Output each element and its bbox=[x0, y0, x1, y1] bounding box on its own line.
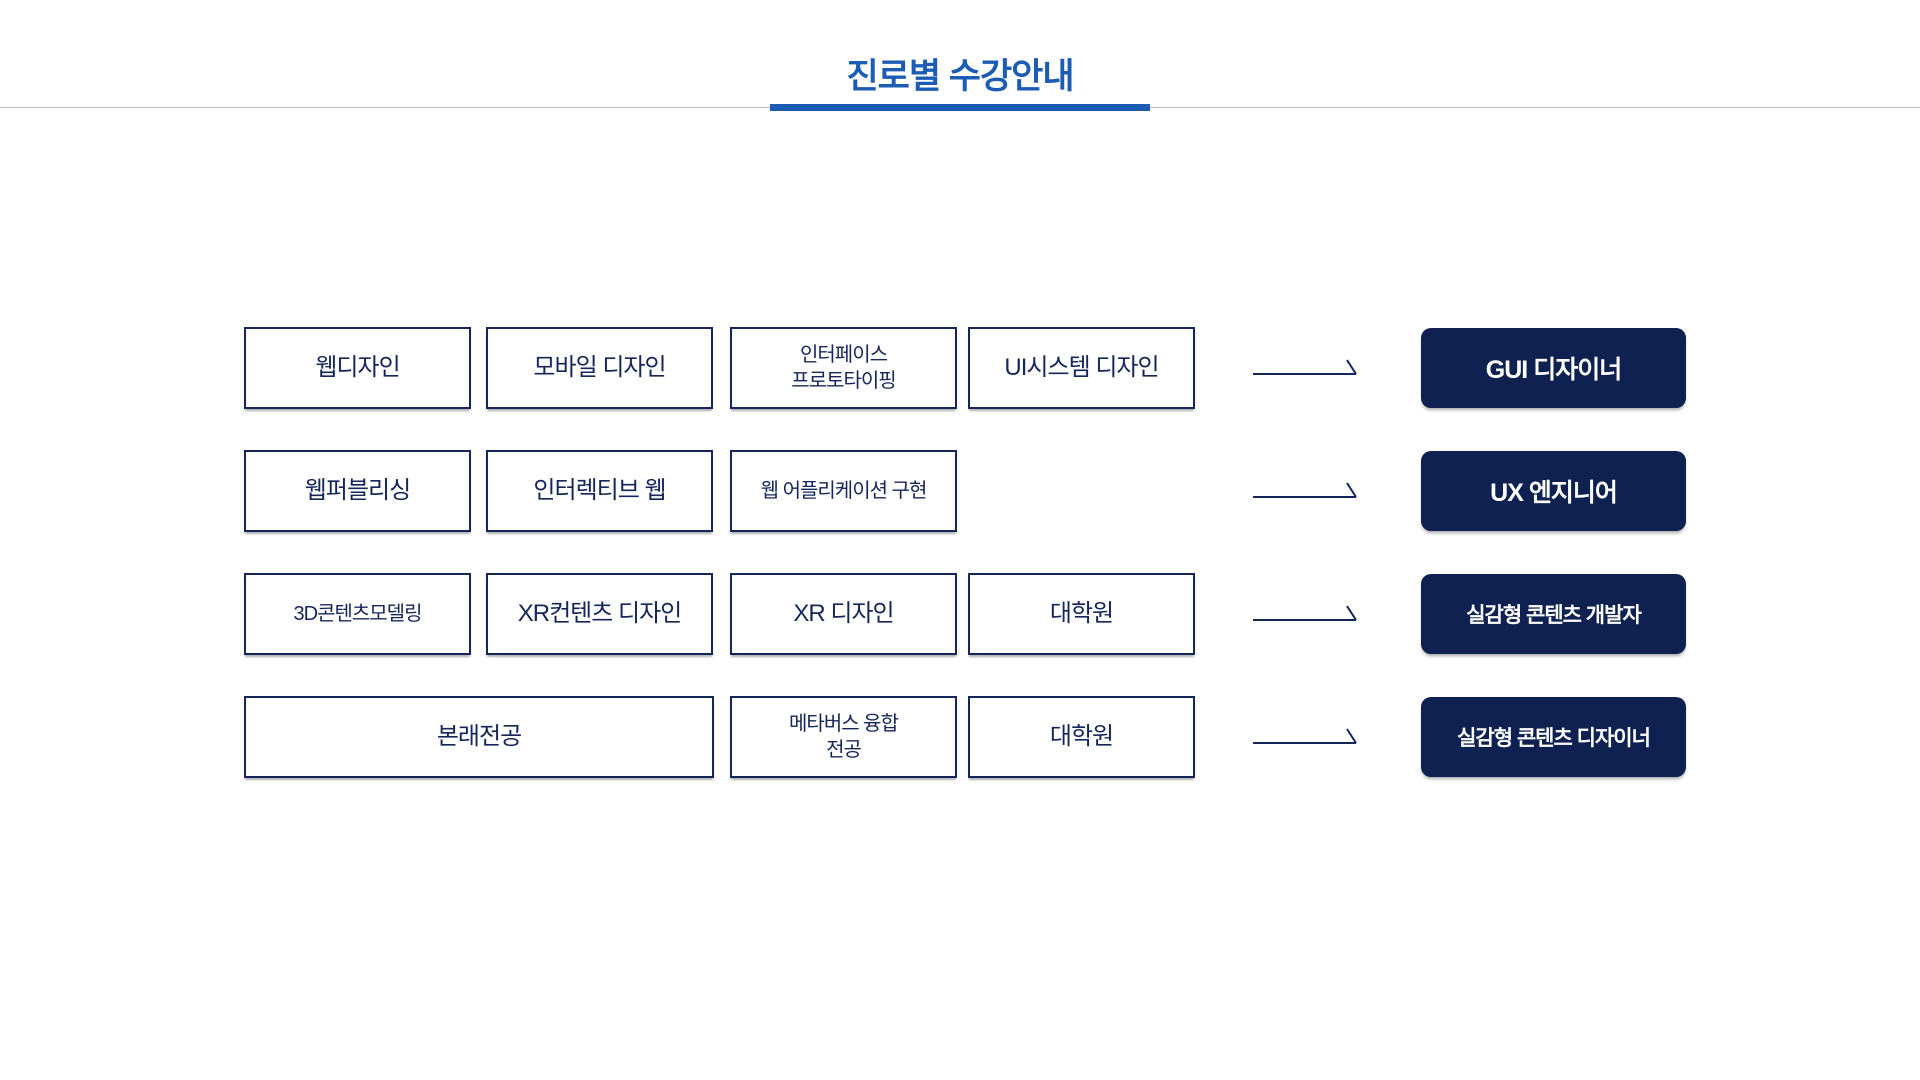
career-box-immersive-developer: 실감형 콘텐츠 개발자 bbox=[1421, 574, 1686, 654]
course-box-web-application: 웹 어플리케이션 구현 bbox=[730, 450, 957, 532]
title-underline bbox=[770, 104, 1150, 111]
course-box-ui-system-design: UI시스템 디자인 bbox=[968, 327, 1195, 409]
course-box-xr-design: XR 디자인 bbox=[730, 573, 957, 655]
career-box-immersive-designer: 실감형 콘텐츠 디자이너 bbox=[1421, 697, 1686, 777]
course-box-xr-content-design: XR컨텐츠 디자인 bbox=[486, 573, 713, 655]
arrow-right-icon bbox=[1253, 482, 1357, 498]
career-row-immersive-designer: 본래전공 메타버스 융합 전공 대학원 실감형 콘텐츠 디자이너 bbox=[0, 696, 1920, 778]
course-box-original-major: 본래전공 bbox=[244, 696, 714, 778]
course-box-3d-content-modeling: 3D콘텐츠모델링 bbox=[244, 573, 471, 655]
arrow-right-icon bbox=[1253, 359, 1357, 375]
career-row-gui-designer: 웹디자인 모바일 디자인 인터페이스 프로토타이핑 UI시스템 디자인 GUI … bbox=[0, 327, 1920, 409]
course-box-interactive-web: 인터렉티브 웹 bbox=[486, 450, 713, 532]
page-title: 진로별 수강안내 bbox=[846, 57, 1074, 96]
course-box-grad-school: 대학원 bbox=[968, 573, 1195, 655]
course-box-metaverse-convergence-major: 메타버스 융합 전공 bbox=[730, 696, 957, 778]
course-box-interface-prototyping: 인터페이스 프로토타이핑 bbox=[730, 327, 957, 409]
career-box-ux-engineer: UX 엔지니어 bbox=[1421, 451, 1686, 531]
arrow-right-icon bbox=[1253, 605, 1357, 621]
arrow-right-icon bbox=[1253, 728, 1357, 744]
course-box-grad-school: 대학원 bbox=[968, 696, 1195, 778]
course-box-web-publishing: 웹퍼블리싱 bbox=[244, 450, 471, 532]
course-box-web-design: 웹디자인 bbox=[244, 327, 471, 409]
course-box-mobile-design: 모바일 디자인 bbox=[486, 327, 713, 409]
career-box-gui-designer: GUI 디자이너 bbox=[1421, 328, 1686, 408]
career-row-immersive-developer: 3D콘텐츠모델링 XR컨텐츠 디자인 XR 디자인 대학원 실감형 콘텐츠 개발… bbox=[0, 573, 1920, 655]
career-row-ux-engineer: 웹퍼블리싱 인터렉티브 웹 웹 어플리케이션 구현 UX 엔지니어 bbox=[0, 450, 1920, 532]
